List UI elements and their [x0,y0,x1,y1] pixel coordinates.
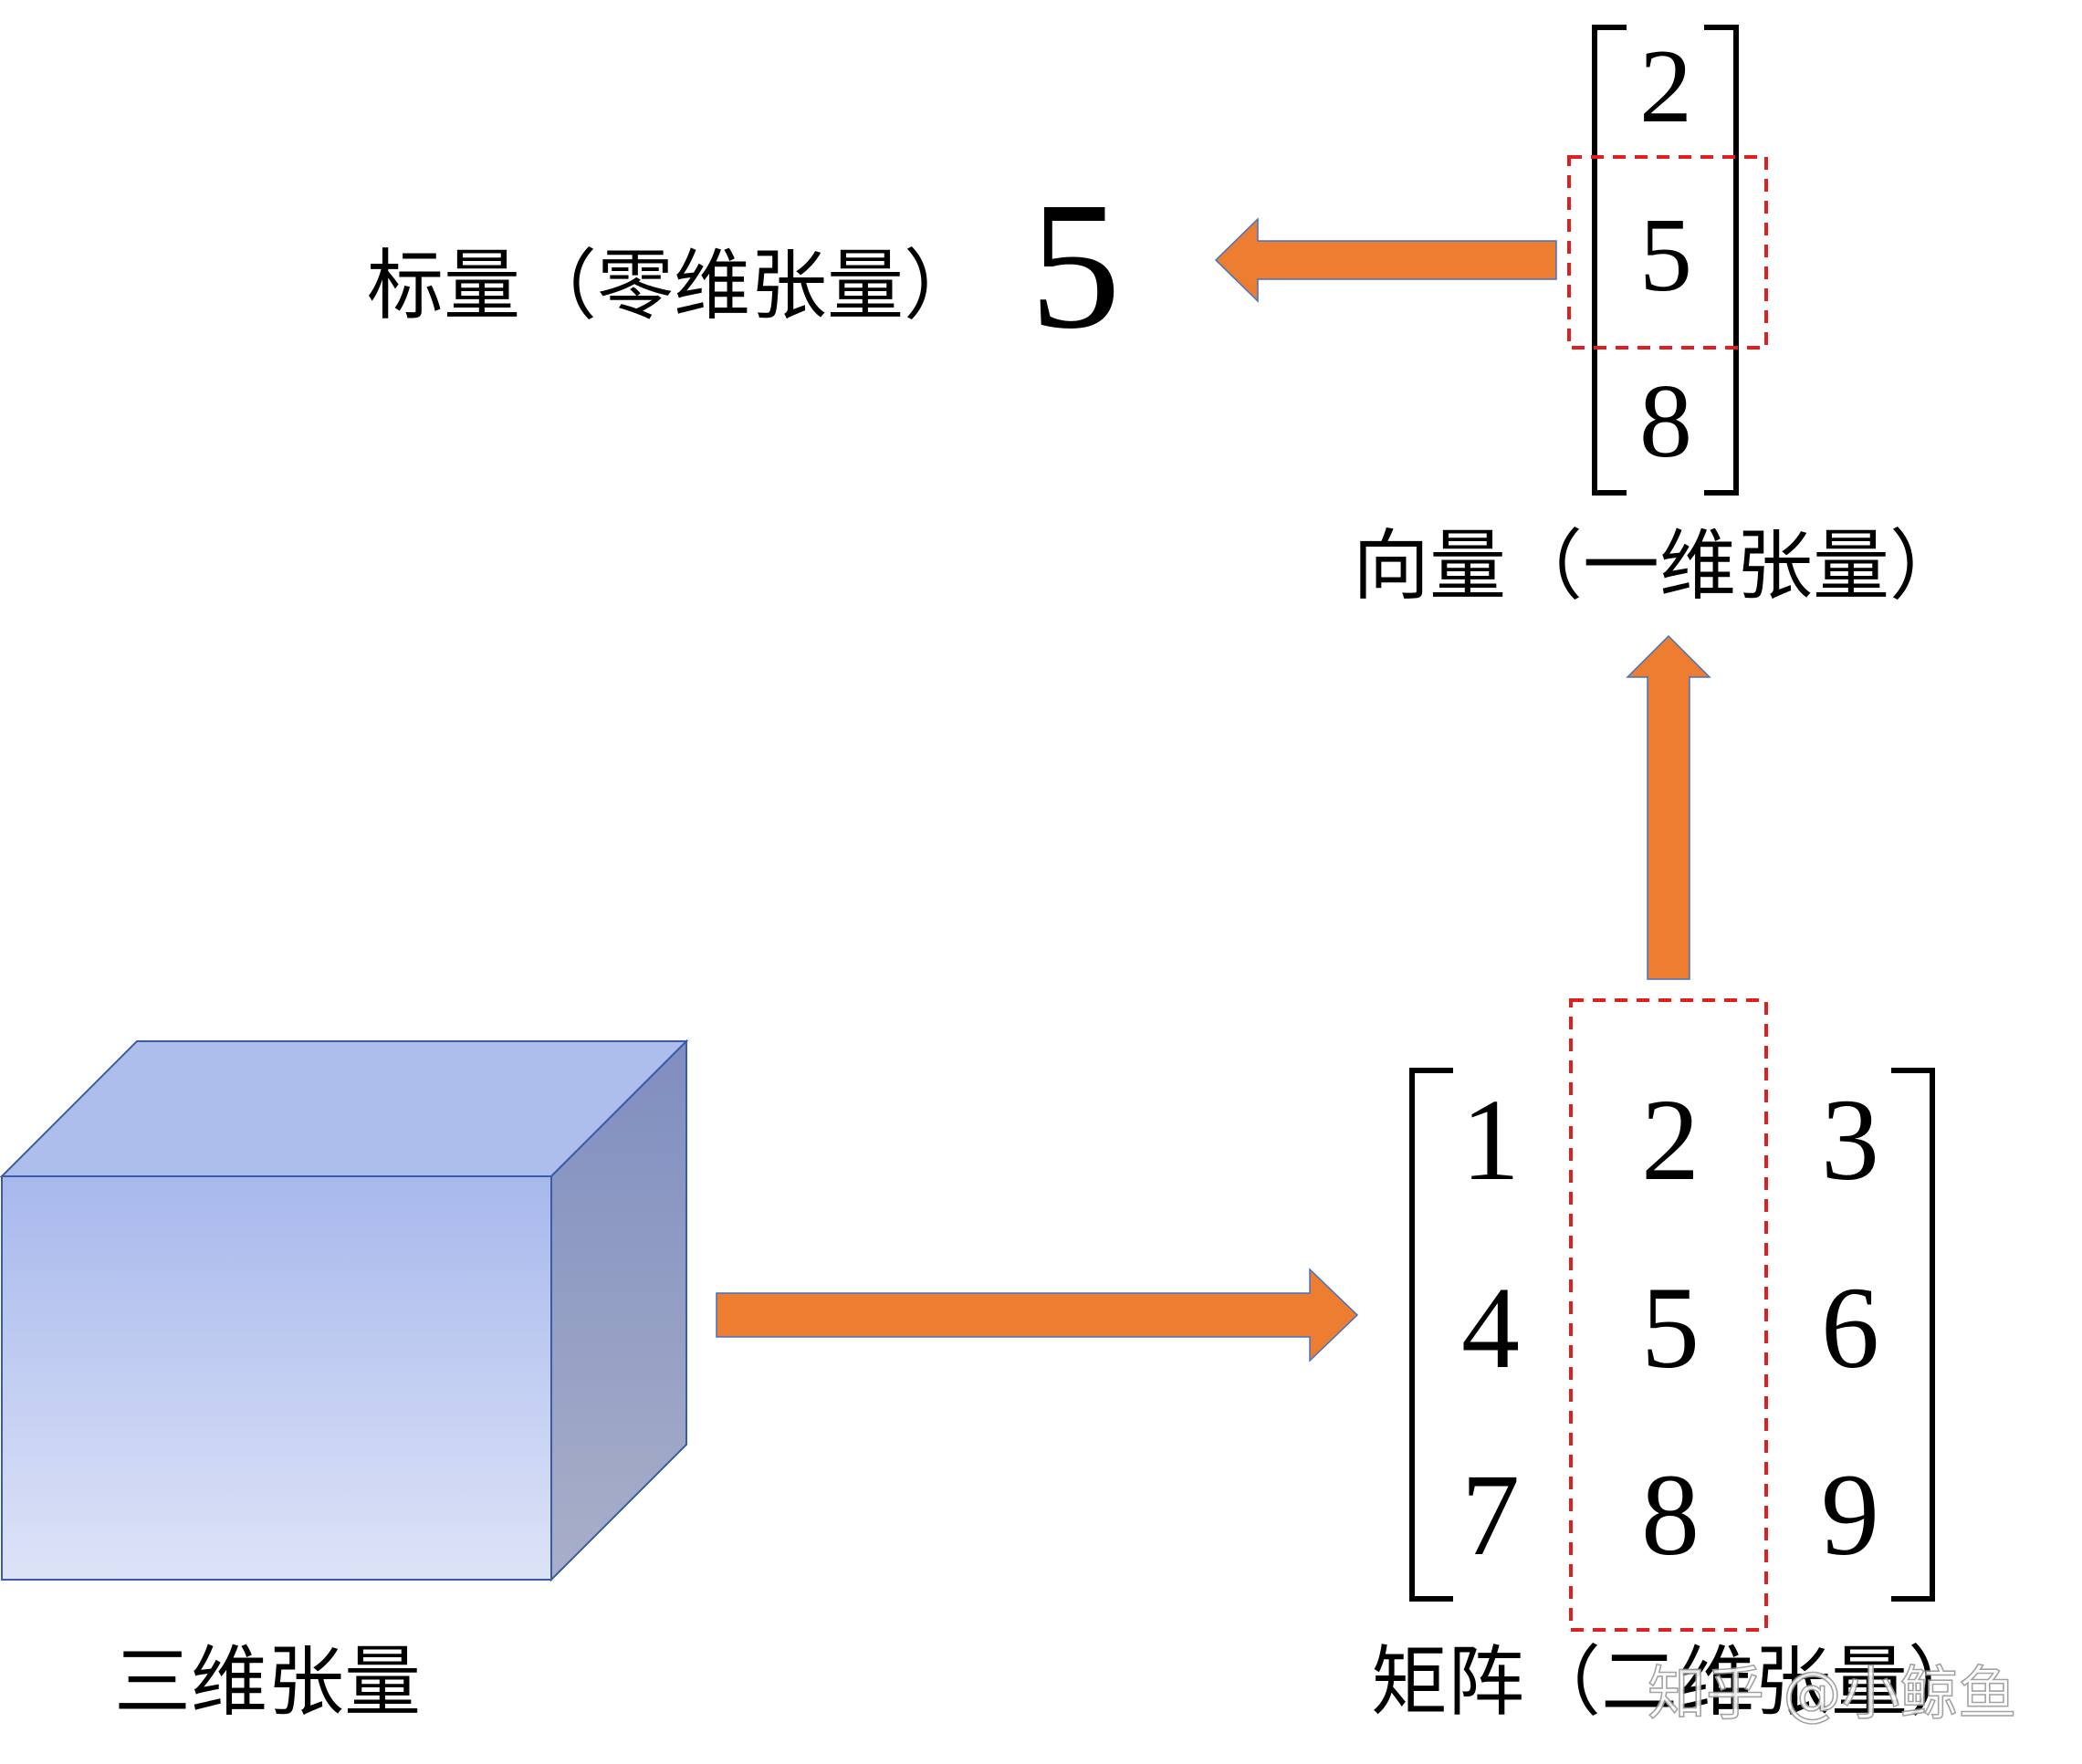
matrix-left-bracket [1409,1068,1453,1602]
scalar-value: 5 [1030,165,1121,367]
arrow-matrix-to-vector [1626,634,1711,980]
matrix-2d-tensor: 1 2 3 4 5 6 7 8 9 [1409,998,1935,1632]
vector-element: 8 [1639,363,1692,480]
watermark-text: 知乎 @小鲸鱼 [1648,1661,2016,1728]
cube-3d-tensor [0,1039,689,1582]
vector-label: 向量（一维张量） [1353,521,1966,611]
matrix-cell: 5 [1641,1263,1700,1393]
arrow-cube-to-matrix [716,1268,1359,1362]
matrix-label: 矩阵（二维张量） [1371,1637,1984,1727]
vector-right-bracket [1704,25,1739,496]
tensor3d-label: 三维张量 [114,1637,421,1727]
vector-1d-tensor: 2 5 8 [1567,25,1768,496]
vector-element: 2 [1639,28,1692,145]
arrow-vector-to-scalar [1214,217,1557,303]
matrix-cell: 8 [1641,1450,1700,1580]
matrix-cell: 6 [1821,1263,1879,1393]
scalar-label: 标量（零维张量） [367,241,980,330]
vector-element: 5 [1639,197,1692,314]
matrix-column-highlight [1569,998,1768,1632]
matrix-cell: 3 [1821,1075,1879,1205]
matrix-right-bracket [1891,1068,1935,1602]
vector-element-highlight [1567,155,1768,350]
matrix-cell: 2 [1641,1075,1700,1205]
matrix-cell: 4 [1461,1263,1520,1393]
vector-left-bracket [1592,25,1627,496]
cube-front-face [1,1175,552,1581]
matrix-cell: 1 [1461,1075,1520,1205]
matrix-cell: 7 [1461,1450,1520,1580]
matrix-cell: 9 [1821,1450,1879,1580]
